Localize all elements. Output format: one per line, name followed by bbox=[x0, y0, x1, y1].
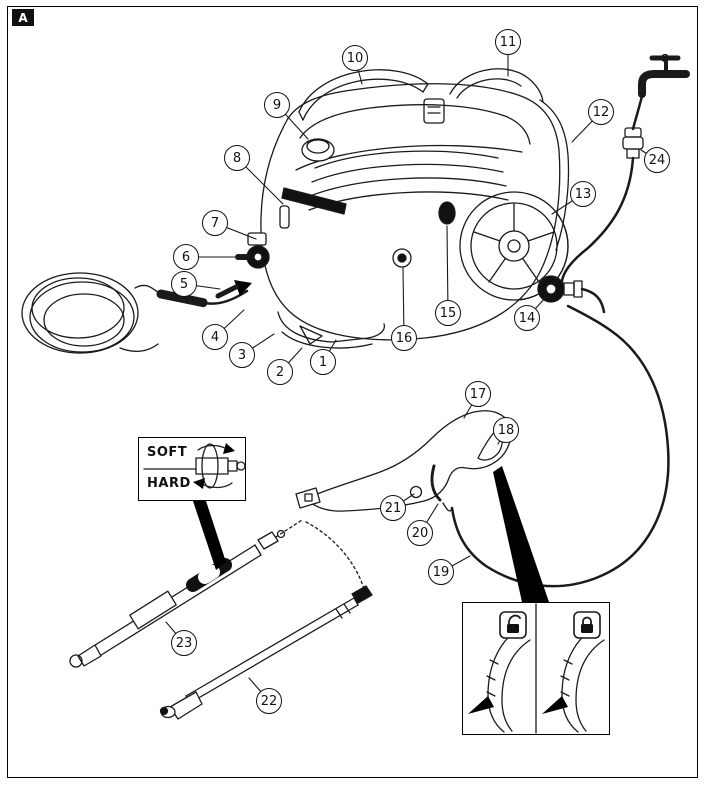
callout-7: 7 bbox=[202, 210, 228, 236]
callout-22: 22 bbox=[256, 688, 282, 714]
callout-18: 18 bbox=[493, 417, 519, 443]
callout-21: 21 bbox=[380, 495, 406, 521]
callout-6: 6 bbox=[173, 244, 199, 270]
soft-label: SOFT bbox=[147, 445, 188, 460]
callout-11: 11 bbox=[495, 29, 521, 55]
figure-border bbox=[7, 6, 698, 778]
callout-19: 19 bbox=[428, 559, 454, 585]
callout-24: 24 bbox=[644, 147, 670, 173]
callout-23: 23 bbox=[171, 630, 197, 656]
nozzle-pressure-inset: SOFT HARD bbox=[138, 437, 246, 501]
figure-label-badge: A bbox=[12, 9, 34, 26]
callout-8: 8 bbox=[224, 145, 250, 171]
callout-13: 13 bbox=[570, 181, 596, 207]
callout-9: 9 bbox=[264, 92, 290, 118]
callout-20: 20 bbox=[407, 520, 433, 546]
callout-2: 2 bbox=[267, 359, 293, 385]
callout-1: 1 bbox=[310, 349, 336, 375]
callout-3: 3 bbox=[229, 342, 255, 368]
callout-17: 17 bbox=[465, 381, 491, 407]
callout-16: 16 bbox=[391, 325, 417, 351]
hard-label: HARD bbox=[147, 476, 191, 491]
callout-10: 10 bbox=[342, 45, 368, 71]
callout-5: 5 bbox=[171, 271, 197, 297]
callout-4: 4 bbox=[202, 324, 228, 350]
callout-14: 14 bbox=[514, 305, 540, 331]
callout-15: 15 bbox=[435, 300, 461, 326]
trigger-lock-inset bbox=[462, 602, 610, 735]
callout-12: 12 bbox=[588, 99, 614, 125]
